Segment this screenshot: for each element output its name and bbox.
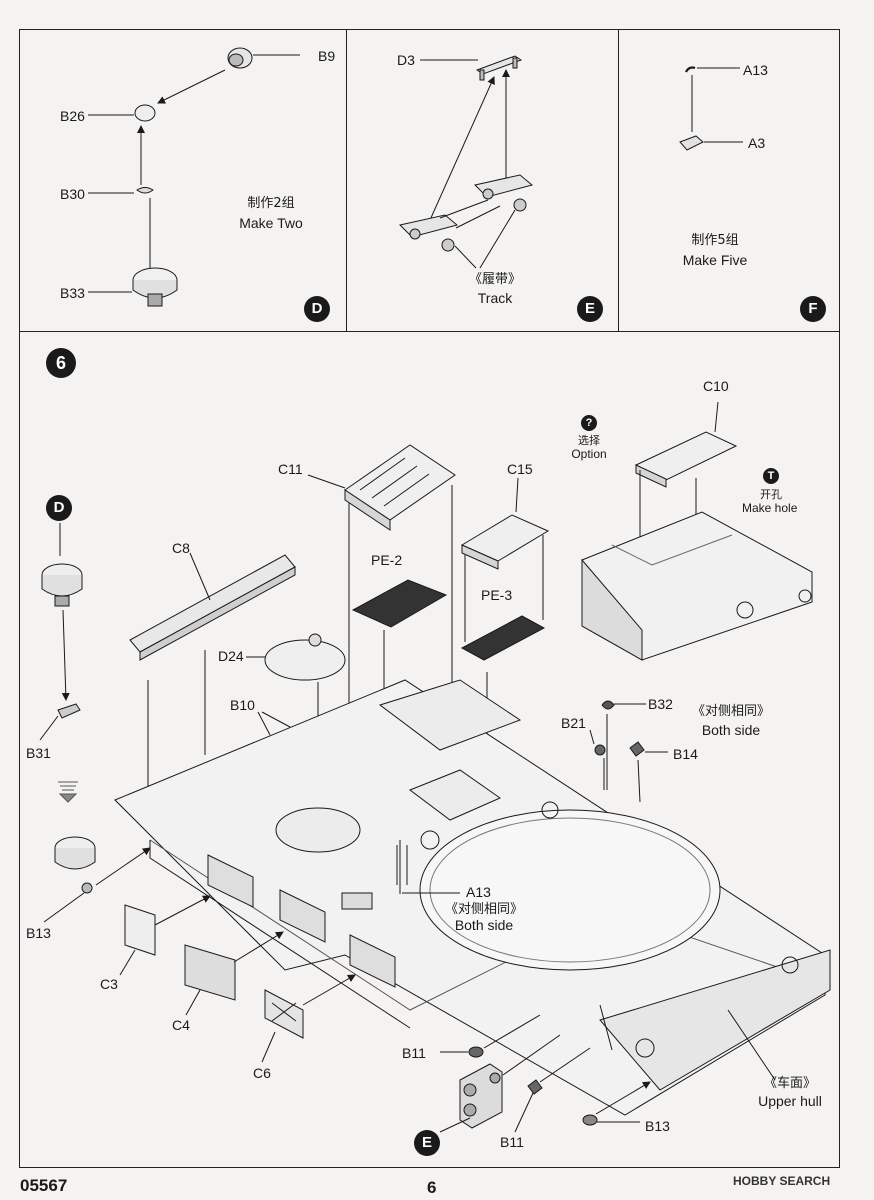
- label-a13-top: A13: [743, 62, 768, 78]
- part-b30-drawing: [88, 187, 154, 194]
- label-c8: C8: [172, 540, 190, 556]
- label-c3: C3: [100, 976, 118, 992]
- part-b33-drawing: [88, 267, 178, 307]
- upper-hull-drawing: [114, 679, 831, 1116]
- part-b11-right: [514, 1079, 543, 1133]
- hull-front-detail: [581, 511, 813, 661]
- part-b21-drawing: [589, 729, 606, 756]
- both-side-cn: 《对侧相同》: [691, 704, 771, 719]
- label-pe3: PE-3: [481, 587, 513, 603]
- label-c4: C4: [172, 1017, 190, 1033]
- track-link-lower: [399, 214, 459, 252]
- sub-d-assembly: [41, 563, 83, 607]
- part-c4-drawing: [184, 944, 236, 1016]
- panel-d-note-en: Make Two: [239, 215, 303, 231]
- option-icon: ?: [581, 415, 597, 431]
- pe3-mesh: [460, 615, 546, 661]
- upper-hull-cn: 《车面》: [763, 1076, 817, 1091]
- panel-e-badge: E: [577, 296, 603, 322]
- sub-e-badge: E: [414, 1130, 440, 1156]
- label-a13-hull: A13: [466, 884, 491, 900]
- label-b13-left: B13: [26, 925, 51, 941]
- label-c10: C10: [703, 378, 729, 394]
- part-b31-drawing: [39, 703, 81, 741]
- label-b10: B10: [230, 697, 255, 713]
- sub-d-assembled: [54, 836, 96, 894]
- label-b13-bottom: B13: [645, 1118, 670, 1134]
- both-side-en: Both side: [701, 722, 761, 738]
- part-b9-drawing: [227, 47, 300, 69]
- label-c6: C6: [253, 1065, 271, 1081]
- part-b26-drawing: [88, 104, 156, 122]
- label-d3: D3: [397, 52, 415, 68]
- kit-number: 05567: [20, 1176, 68, 1195]
- down-arrow-symbol: [58, 781, 78, 803]
- part-c10-drawing: [634, 401, 738, 488]
- option-cn: 选择: [578, 434, 600, 447]
- panel-d-badge: D: [304, 296, 330, 322]
- label-b11-right: B11: [500, 1134, 524, 1150]
- panel-d-note-cn: 制作2组: [247, 196, 295, 211]
- label-a3: A3: [748, 135, 766, 151]
- part-b32-drawing: [601, 700, 646, 710]
- label-b32: B32: [648, 696, 673, 712]
- track-link-upper: [474, 174, 534, 212]
- option-en: Option: [571, 447, 607, 461]
- label-c11: C11: [278, 461, 303, 477]
- label-b14: B14: [673, 746, 698, 762]
- panel-e-note-cn: 《履带》: [468, 272, 522, 287]
- make-hole-icon: T: [763, 468, 779, 484]
- panel-f-note-cn: 制作5组: [691, 233, 739, 248]
- label-b11-left: B11: [402, 1045, 426, 1061]
- a13-both-side-cn: 《对侧相同》: [444, 902, 524, 917]
- sub-d-badge: D: [46, 495, 72, 521]
- make-hole-en: Make hole: [742, 501, 798, 515]
- part-c8-drawing: [129, 552, 296, 661]
- label-b9: B9: [318, 48, 336, 64]
- page-number: 6: [427, 1178, 437, 1197]
- part-c6-drawing: [261, 989, 304, 1063]
- sub-e-track-assembly: [459, 1063, 503, 1129]
- panel-f-note-en: Make Five: [682, 252, 748, 268]
- make-hole-cn: 开孔: [760, 488, 782, 501]
- part-a3-drawing: [679, 135, 743, 151]
- a13-both-side-en: Both side: [454, 917, 514, 933]
- step-6-badge: 6: [46, 348, 76, 378]
- label-pe2: PE-2: [371, 552, 403, 568]
- part-c3-drawing: [119, 904, 156, 976]
- hobby-search-watermark: HOBBY SEARCH: [733, 1174, 831, 1188]
- part-a13-small: [685, 66, 740, 73]
- label-b30: B30: [60, 186, 85, 202]
- label-b31: B31: [26, 745, 51, 761]
- part-b14-drawing: [629, 741, 668, 757]
- label-c15: C15: [507, 461, 533, 477]
- part-b13-bottom: [582, 1114, 640, 1126]
- label-b21: B21: [561, 715, 586, 731]
- panel-e-note-en: Track: [477, 290, 513, 306]
- pe2-mesh: [351, 579, 448, 628]
- part-c15-drawing: [460, 477, 550, 570]
- panel-step-6: [19, 331, 840, 1168]
- label-b33: B33: [60, 285, 85, 301]
- panel-f-badge: F: [800, 296, 826, 322]
- part-c11-drawing: [307, 444, 456, 531]
- upper-hull-en: Upper hull: [758, 1093, 822, 1109]
- label-d24: D24: [218, 648, 244, 664]
- part-d24-drawing: [246, 633, 346, 681]
- label-b26: B26: [60, 108, 85, 124]
- part-b11-left: [440, 1046, 484, 1058]
- part-d3-drawing: [420, 55, 523, 81]
